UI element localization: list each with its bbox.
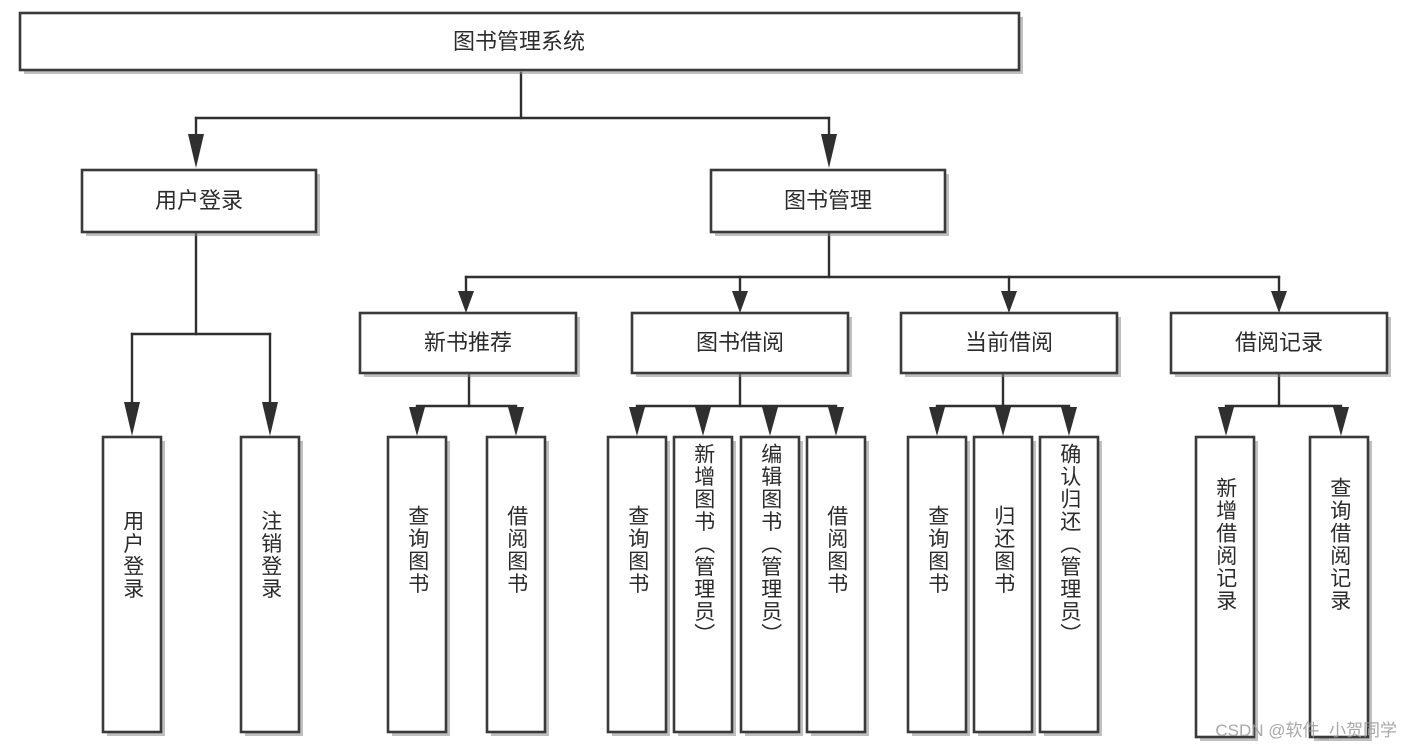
node-current-borrow-label: 当前借阅 <box>965 330 1053 355</box>
node-leaf-logout-login[interactable] <box>239 435 303 736</box>
connector-group-current-borrow <box>929 373 1077 436</box>
node-book-manage-label: 图书管理 <box>784 188 872 213</box>
node-new-book-rec-label: 新书推荐 <box>424 330 512 355</box>
arrow-head-book-borrow <box>732 291 748 313</box>
arrow-head-leaf-query-book-borrow <box>629 407 645 436</box>
arrow-head-leaf-add-book <box>695 407 711 436</box>
node-new-book-rec[interactable]: 新书推荐 <box>358 311 580 377</box>
node-leaf-user-login[interactable] <box>101 435 165 736</box>
node-root[interactable]: 图书管理系统 <box>18 11 1023 74</box>
node-book-manage[interactable]: 图书管理 <box>709 168 949 236</box>
arrow-head-leaf-borrow-book <box>828 407 844 436</box>
node-leaf-borrow-book-rec[interactable] <box>485 435 549 736</box>
node-leaf-query-record[interactable] <box>1308 435 1372 741</box>
connector-group-root <box>188 71 837 168</box>
connector-group-book-borrow <box>629 373 844 436</box>
arrow-head-new-book-rec <box>458 291 474 313</box>
node-current-borrow[interactable]: 当前借阅 <box>899 311 1121 377</box>
node-leaf-query-book-borrow[interactable] <box>606 435 670 736</box>
node-leaf-add-record[interactable] <box>1194 435 1258 741</box>
node-root-label: 图书管理系统 <box>453 29 585 54</box>
node-leaf-confirm-return[interactable] <box>1038 435 1102 736</box>
node-book-borrow-label: 图书借阅 <box>696 330 784 355</box>
node-leaf-add-book[interactable] <box>672 435 736 736</box>
arrow-head-leaf-logout-login <box>262 402 278 436</box>
arrow-head-current-borrow <box>1001 291 1017 313</box>
connector-group-new-book-rec <box>409 373 524 436</box>
arrow-head-leaf-edit-book <box>762 407 778 436</box>
node-borrow-record-label: 借阅记录 <box>1235 330 1323 355</box>
node-borrow-record[interactable]: 借阅记录 <box>1169 311 1391 377</box>
connector-group-book-manage <box>458 231 1287 313</box>
connector-group-borrow-record <box>1218 373 1349 436</box>
node-leaf-query-book-rec[interactable] <box>386 435 450 736</box>
node-book-borrow[interactable]: 图书借阅 <box>630 311 852 377</box>
arrow-head-leaf-return-book <box>995 407 1011 436</box>
arrow-head-leaf-query-book-rec <box>409 407 425 436</box>
node-leaf-return-book[interactable] <box>972 435 1036 736</box>
node-leaf-edit-book[interactable] <box>739 435 803 736</box>
arrow-head-borrow-record <box>1271 291 1287 313</box>
arrow-head-leaf-query-record <box>1333 407 1349 436</box>
arrow-head-leaf-user-login <box>124 402 140 436</box>
arrow-head-leaf-borrow-book-rec <box>508 407 524 436</box>
node-user-login[interactable]: 用户登录 <box>80 168 320 236</box>
arrow-head-leaf-query-book-cur <box>929 407 945 436</box>
connector-group-user-login <box>124 231 278 436</box>
node-user-login-label: 用户登录 <box>155 188 243 213</box>
node-leaf-query-book-cur[interactable] <box>906 435 970 736</box>
arrow-head-leaf-add-record <box>1218 407 1234 436</box>
arrow-head-user-login <box>188 134 204 168</box>
arrow-head-book-manage <box>821 134 837 168</box>
arrow-head-leaf-confirm-return <box>1061 407 1077 436</box>
node-leaf-borrow-book[interactable] <box>805 435 869 736</box>
